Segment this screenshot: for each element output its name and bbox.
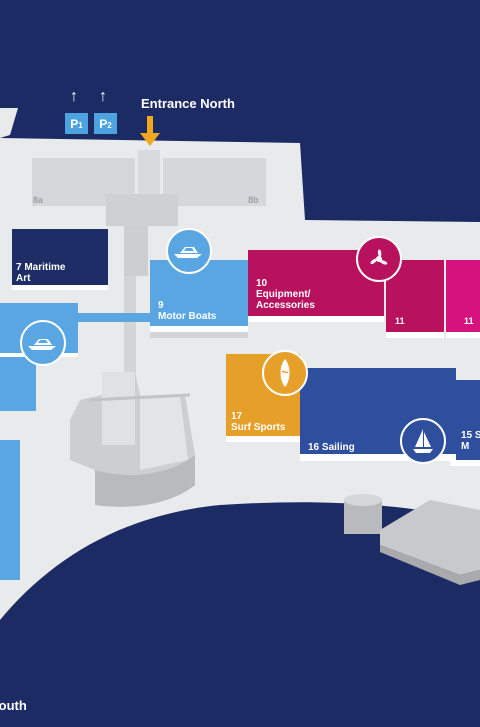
hall-7-label: 7 Maritime Art bbox=[16, 262, 66, 284]
hall-9-label: 9 Motor Boats bbox=[158, 300, 217, 322]
sailboat-badge[interactable] bbox=[400, 418, 446, 464]
parking-2-letter: P bbox=[99, 116, 108, 131]
surfboard-badge[interactable] bbox=[262, 350, 308, 396]
hall-11a-label: 11 bbox=[395, 316, 405, 326]
propeller-icon bbox=[370, 249, 388, 265]
central-block bbox=[106, 194, 178, 226]
entrance-north-label: Entrance North bbox=[141, 96, 235, 111]
sailboat-icon bbox=[413, 429, 433, 453]
parking-1-number: 1 bbox=[78, 121, 83, 130]
hall-17-label: 17 Surf Sports bbox=[231, 411, 286, 433]
motorboat-badge-left[interactable] bbox=[20, 320, 66, 366]
hall-11b-shape[interactable] bbox=[446, 260, 480, 332]
hall-15-shape[interactable] bbox=[456, 380, 480, 460]
motorboat-icon bbox=[28, 339, 56, 350]
parking-1-arrow-icon: ↑ bbox=[70, 88, 78, 105]
hall-8a-label: 8a bbox=[33, 195, 44, 205]
parking-2-number: 2 bbox=[107, 121, 112, 130]
hall-10-label: 10 Equipment/ Accessories bbox=[256, 278, 315, 311]
central-passage bbox=[138, 150, 160, 198]
entrance-south-label: South bbox=[0, 698, 27, 713]
tower-roof-walk bbox=[89, 393, 191, 402]
walkway bbox=[124, 226, 148, 276]
hall-left-bottom[interactable] bbox=[0, 440, 20, 580]
entrance-north-arrow[interactable] bbox=[140, 116, 160, 146]
hall-15-label: 15 S M bbox=[461, 430, 480, 452]
surfboard-icon bbox=[280, 359, 290, 387]
hall-8b-label: 8b bbox=[248, 195, 259, 205]
motorboat-icon bbox=[174, 247, 202, 258]
hall-7-shape[interactable] bbox=[12, 229, 108, 285]
propeller-badge[interactable] bbox=[356, 236, 402, 282]
hall-16-label: 16 Sailing bbox=[308, 442, 355, 453]
ground-notch bbox=[0, 108, 18, 138]
hall-left-lower[interactable] bbox=[0, 357, 36, 411]
parking-1-letter: P bbox=[70, 116, 79, 131]
angled-building bbox=[380, 500, 480, 575]
motorboat-badge[interactable] bbox=[166, 228, 212, 274]
parking-2-arrow-icon: ↑ bbox=[99, 88, 107, 105]
connector-bridge bbox=[76, 313, 150, 322]
walkway-lower bbox=[124, 276, 136, 396]
hall-8b-shape[interactable] bbox=[163, 158, 266, 206]
hall-11b-label: 11 bbox=[464, 316, 474, 326]
